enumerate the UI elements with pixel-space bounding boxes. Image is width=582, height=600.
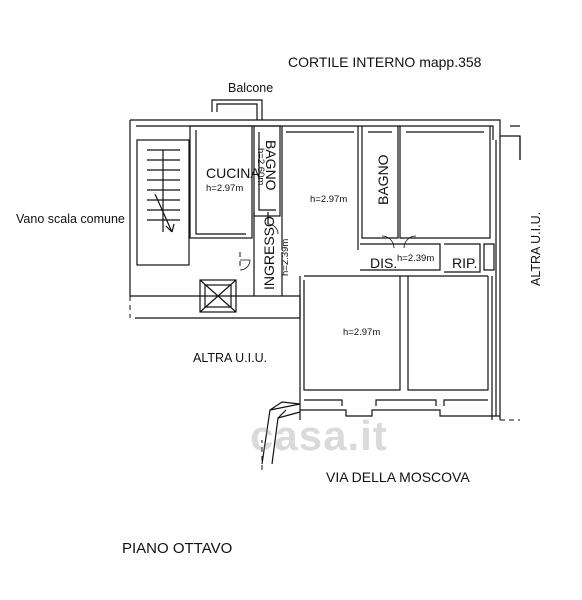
room-walls <box>281 126 359 250</box>
hall-label: DIS. <box>370 255 398 271</box>
living-height: h=2.97m <box>343 327 381 338</box>
balcony <box>211 99 263 120</box>
entrance-height: h=2.39m <box>280 238 291 276</box>
lower-walls <box>299 276 493 420</box>
hall-walls <box>360 243 481 273</box>
room-height: h=2.97m <box>310 194 348 205</box>
stair-arrow <box>154 193 175 233</box>
bath1-label: BAGNO <box>263 140 279 191</box>
hall-height: h=2.39m <box>397 253 435 264</box>
bath1-walls <box>253 125 281 217</box>
street-label: VIA DELLA MOSCOVA <box>326 469 470 485</box>
bath2-walls <box>361 126 399 239</box>
watermark: casa.it <box>250 412 388 459</box>
other-unit-right: ALTRA U.I.U. <box>529 211 543 286</box>
balcony-label: Balcone <box>228 81 274 95</box>
floor-label: PIANO OTTAVO <box>122 540 233 557</box>
bath1-height: h=2.60m <box>255 148 266 186</box>
south-wall <box>300 409 500 417</box>
stairwell-outline <box>136 139 190 266</box>
kitchen-label: CUCINA <box>206 165 260 181</box>
elevator <box>199 279 237 313</box>
stairwell-label: Vano scala comune <box>16 212 125 226</box>
other-unit-left: ALTRA U.I.U. <box>193 351 268 365</box>
room-east <box>399 126 491 239</box>
storage-label: RIP. <box>452 255 478 271</box>
door-swing <box>239 259 251 271</box>
east-wall <box>495 136 501 420</box>
kitchen-height: h=2.97m <box>206 183 244 194</box>
entrance-walls <box>253 212 283 296</box>
kitchen-walls <box>189 125 253 239</box>
bath2-label: BAGNO <box>375 154 391 205</box>
entrance-label: INGRESSO <box>261 216 277 290</box>
courtyard-label: CORTILE INTERNO mapp.358 <box>288 54 482 70</box>
